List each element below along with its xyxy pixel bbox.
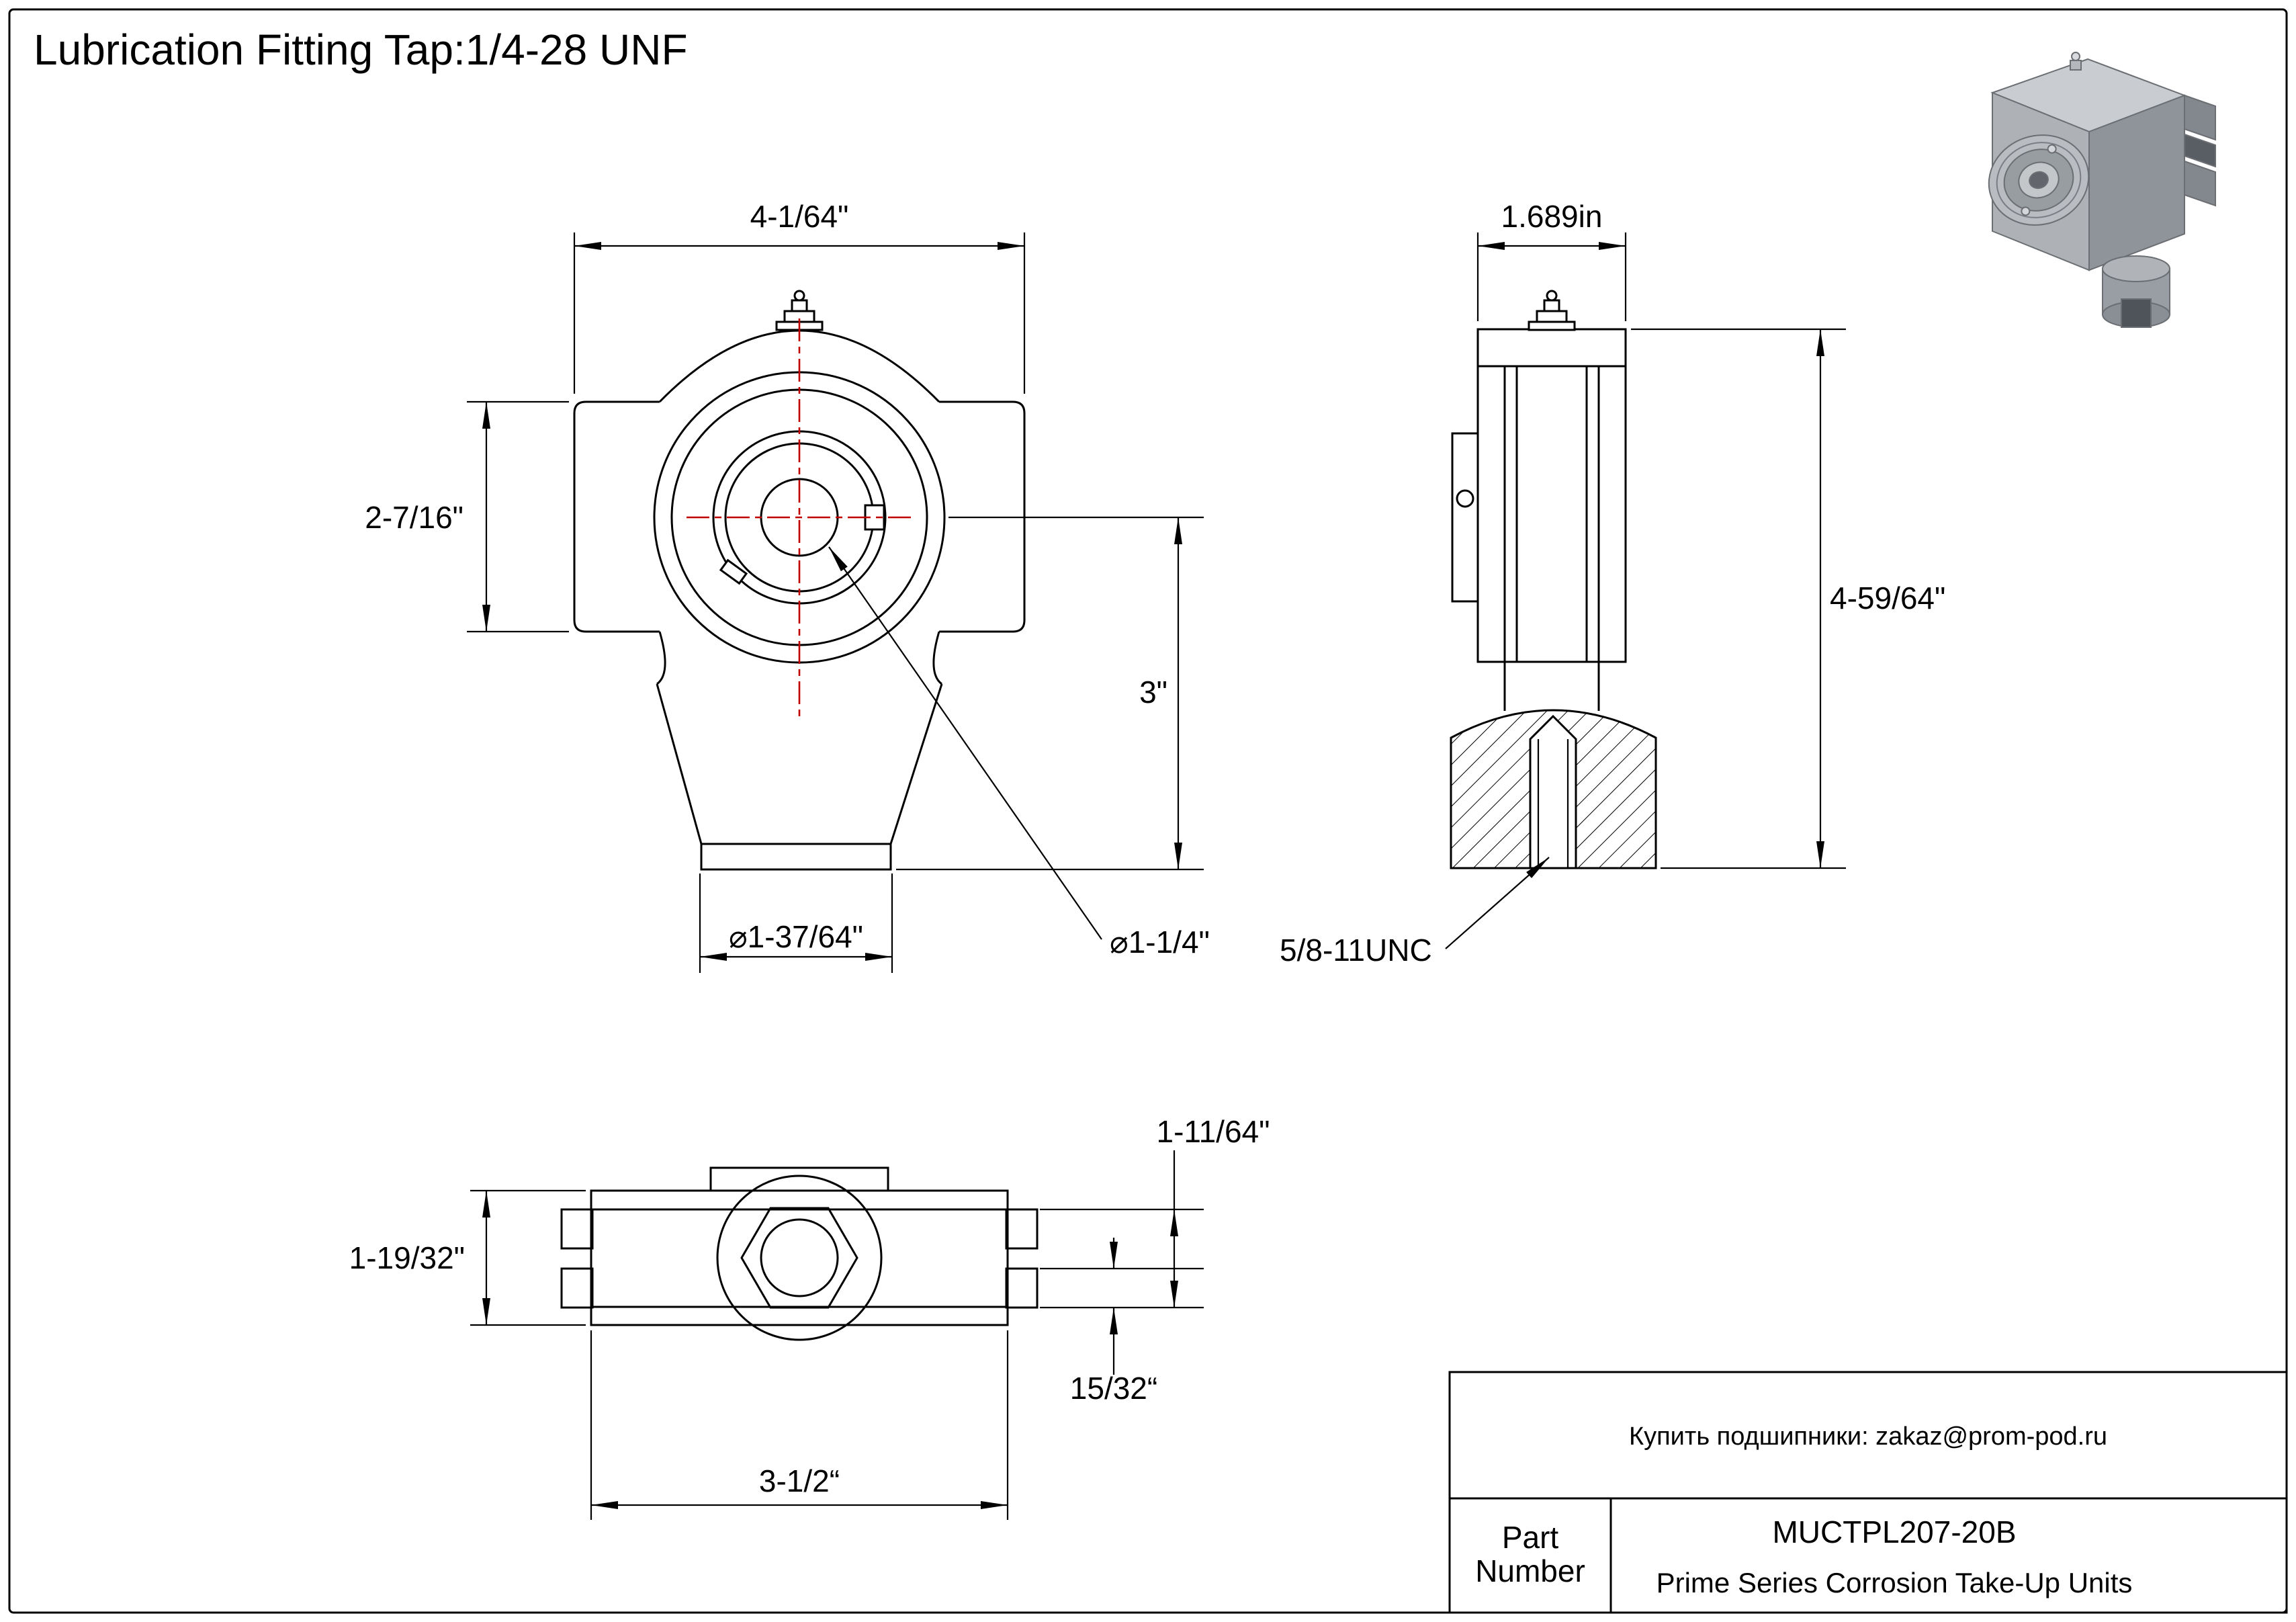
dim-front-lug-height-label: 2-7/16" [365,500,463,535]
side-lug-profile [1451,432,1479,603]
part-number: MUCTPL207-20B [1772,1514,2016,1549]
dim-slot-width-label: 15/32“ [1070,1371,1157,1406]
iso-grease-fitting [2071,52,2080,61]
dim-front-center-to-bottom: 3" [896,516,1204,871]
thread-spec-leader: 5/8-11UNC [1280,857,1550,968]
thread-spec-label: 5/8-11UNC [1280,933,1432,968]
left-lug [573,400,660,633]
dim-front-boss-diameter-label: ⌀1-37/64" [729,919,863,954]
dim-side-width-label: 1.689in [1501,199,1603,234]
drawing-title: Lubrication Fitting Tap:1/4-28 UNF [34,26,688,74]
top-plate [709,1166,889,1192]
dim-slot-width: 15/32“ [1070,1238,1157,1406]
dim-edge-to-slot: 1-11/64" [1040,1114,1270,1309]
dim-bottom-width-label: 3-1/2“ [759,1463,840,1498]
dim-front-bore-leader: ⌀1-1/4" [828,546,1210,959]
plan-body [590,1189,1009,1326]
dim-front-width-label: 4-1/64" [750,199,849,234]
hex-nut [740,1207,858,1309]
left-guide-tab-bottom [560,1267,594,1309]
part-label-line2: Number [1475,1553,1585,1588]
dim-front-lug-height: 2-7/16" [365,400,569,633]
series-name: Prime Series Corrosion Take-Up Units [1657,1567,2133,1598]
center-boss-circle [716,1175,883,1341]
dim-front-bore-label: ⌀1-1/4" [1110,925,1210,959]
bottom-view [560,1166,1039,1341]
locking-notch [719,558,748,585]
part-label-line1: Part [1502,1520,1559,1555]
dim-bottom-height: 1-19/32" [349,1189,586,1326]
left-guide-tab-top [560,1208,594,1250]
drawing-border [8,8,2288,1614]
right-guide-tab-bottom [1005,1267,1039,1309]
bottom-boss [700,843,892,871]
dim-bottom-height-label: 1-19/32" [349,1240,465,1275]
thread-bore-slot [1529,714,1577,869]
dim-front-boss-diameter: ⌀1-37/64" [699,873,893,973]
front-view [573,290,1026,871]
contact-text: Купить подшипники: zakaz@prom-pod.ru [1629,1422,2107,1451]
iso-bearing-flange [1988,134,2090,226]
dim-bottom-width: 3-1/2“ [590,1330,1009,1520]
dim-front-width: 4-1/64" [573,199,1026,394]
title-block: Купить подшипники: zakaz@prom-pod.ru Par… [1448,1371,2288,1614]
iso-guide-slot [2184,133,2216,168]
dim-edge-to-slot-label: 1-11/64" [1157,1114,1270,1149]
side-view [1450,290,1657,869]
grease-fitting-side [1528,290,1576,331]
isometric-render [1988,52,2216,328]
dim-side-width: 1.689in [1476,199,1627,321]
dim-front-center-to-bottom-label: 3" [1139,675,1167,710]
dim-side-height: 4-59/64" [1631,328,1945,869]
side-body [1476,328,1627,663]
dim-side-height-label: 4-59/64" [1830,581,1945,615]
right-guide-tab-top [1005,1208,1039,1250]
